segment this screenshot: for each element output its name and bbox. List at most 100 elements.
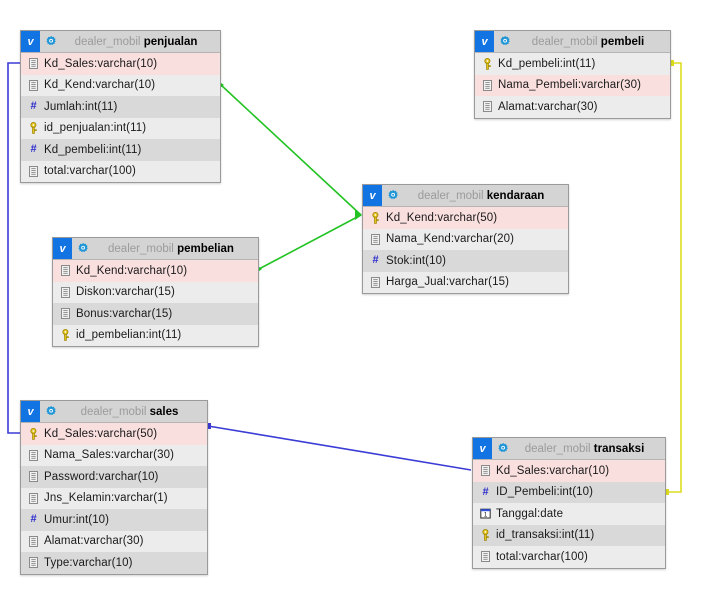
field-type-label: varchar(30) <box>83 535 144 548</box>
field-separator: : <box>80 535 84 548</box>
field-row-kendaraan-Stok[interactable]: #Stok : int(10) <box>363 250 568 272</box>
field-name-label: Diskon <box>76 286 112 299</box>
field-row-pembeli-Nama_Pembeli[interactable]: Nama_Pembeli : varchar(30) <box>475 74 670 96</box>
field-separator: : <box>434 211 438 224</box>
view-badge-icon: v <box>21 401 40 422</box>
field-row-pembelian-Kd_Kend[interactable]: Kd_Kend : varchar(10) <box>53 260 258 282</box>
field-separator: : <box>145 329 149 342</box>
field-row-transaksi-ID_Pembeli[interactable]: #ID_Pembeli : int(10) <box>473 481 665 503</box>
field-row-penjualan-total[interactable]: total : varchar(100) <box>21 160 220 182</box>
relationship-line-pembelian-kendaraan[interactable] <box>258 214 362 270</box>
relationship-line-penjualan-sales[interactable] <box>7 62 20 434</box>
field-row-transaksi-total[interactable]: total : varchar(100) <box>473 546 665 568</box>
field-row-kendaraan-Harga_Jual[interactable]: Harga_Jual : varchar(15) <box>363 271 568 293</box>
field-name-label: total <box>496 550 519 563</box>
field-row-sales-Umur[interactable]: #Umur : int(10) <box>21 509 207 531</box>
field-row-kendaraan-Kd_Kend[interactable]: Kd_Kend : varchar(50) <box>363 207 568 229</box>
table-schema-label: dealer_mobil <box>417 189 484 202</box>
text-field-icon <box>368 232 383 247</box>
text-field-icon <box>58 306 73 321</box>
field-type-label: varchar(10) <box>72 556 133 569</box>
field-row-kendaraan-Nama_Kend[interactable]: Nama_Kend : varchar(20) <box>363 228 568 250</box>
field-type-label: int(11) <box>113 122 147 135</box>
field-row-pembeli-Kd_pembeli[interactable]: Kd_pembeli : int(11) <box>475 53 670 75</box>
relationship-line-penjualan-kendaraan[interactable] <box>220 84 362 216</box>
field-row-pembeli-Alamat[interactable]: Alamat : varchar(30) <box>475 96 670 118</box>
field-type-label: varchar(10) <box>95 79 156 92</box>
field-row-penjualan-id_penjualan[interactable]: id_penjualan : int(11) <box>21 117 220 139</box>
field-separator: : <box>111 286 116 299</box>
field-row-penjualan-Kd_pembeli[interactable]: #Kd_pembeli : int(11) <box>21 139 220 161</box>
table-schema-label: dealer_mobil <box>531 35 598 48</box>
field-row-sales-Type[interactable]: Type : varchar(10) <box>21 552 207 574</box>
text-field-icon <box>26 448 41 463</box>
field-row-sales-Password[interactable]: Password : varchar(10) <box>21 466 207 488</box>
relationship-line-sales-transaksi[interactable] <box>207 425 472 471</box>
key-field-icon <box>480 56 495 71</box>
field-separator: : <box>69 556 73 569</box>
field-name-label: Nama_Sales <box>44 449 111 462</box>
text-field-icon <box>58 263 73 278</box>
field-row-transaksi-id_transaksi[interactable]: id_transaksi : int(11) <box>473 524 665 546</box>
field-row-penjualan-Kd_Kend[interactable]: Kd_Kend : varchar(10) <box>21 74 220 96</box>
field-type-label: int(10) <box>559 486 594 499</box>
field-row-pembelian-Diskon[interactable]: Diskon : varchar(15) <box>53 281 258 303</box>
field-separator: : <box>110 492 115 505</box>
text-field-icon <box>58 285 73 300</box>
gear-icon[interactable] <box>40 401 62 422</box>
key-field-icon <box>26 121 41 136</box>
field-type-label: varchar(10) <box>97 57 158 70</box>
relationship-line-pembeli-transaksi[interactable] <box>666 62 682 493</box>
field-type-label: int(10) <box>412 254 447 267</box>
field-name-label: Nama_Kend <box>386 233 451 246</box>
gear-icon[interactable] <box>40 31 62 52</box>
table-schema-label: dealer_mobil <box>108 242 174 255</box>
field-type-label: varchar(10) <box>549 464 610 477</box>
view-badge-icon: v <box>53 238 72 259</box>
field-row-sales-Nama_Sales[interactable]: Nama_Sales : varchar(30) <box>21 444 207 466</box>
table-name-label: pembeli <box>600 35 645 48</box>
field-row-sales-Alamat[interactable]: Alamat : varchar(30) <box>21 530 207 552</box>
field-type-label: varchar(30) <box>537 100 598 113</box>
field-type-label: varchar(15) <box>115 286 175 299</box>
field-separator: : <box>518 550 522 563</box>
gear-icon[interactable] <box>382 185 404 206</box>
field-row-transaksi-Kd_Sales[interactable]: Kd_Sales : varchar(10) <box>473 460 665 482</box>
field-separator: : <box>81 100 85 113</box>
field-row-pembelian-id_pembelian[interactable]: id_pembelian : int(11) <box>53 324 258 346</box>
field-separator: : <box>66 165 70 178</box>
field-row-sales-Jns_Kelamin[interactable]: Jns_Kelamin : varchar(1) <box>21 487 207 509</box>
text-field-icon <box>480 99 495 114</box>
field-type-label: int(11) <box>84 100 118 113</box>
field-type-label: int(10) <box>75 513 110 526</box>
text-field-icon <box>26 56 41 71</box>
field-name-label: Kd_pembeli <box>498 57 560 70</box>
field-row-penjualan-Jumlah[interactable]: #Jumlah : int(11) <box>21 96 220 118</box>
gear-icon[interactable] <box>72 238 94 259</box>
field-row-sales-Kd_Sales[interactable]: Kd_Sales : varchar(50) <box>21 423 207 445</box>
field-row-penjualan-Kd_Sales[interactable]: Kd_Sales : varchar(10) <box>21 53 220 75</box>
view-badge-icon: v <box>21 31 40 52</box>
field-name-label: total <box>44 165 67 178</box>
gear-icon[interactable] <box>494 31 516 52</box>
field-type-label: varchar(20) <box>454 233 515 246</box>
field-name-label: Nama_Pembeli <box>498 79 578 92</box>
field-name-label: Bonus <box>76 307 110 320</box>
field-name-label: Type <box>44 556 70 569</box>
field-name-label: Kd_Sales <box>44 427 95 440</box>
field-row-pembelian-Bonus[interactable]: Bonus : varchar(15) <box>53 303 258 325</box>
gear-icon[interactable] <box>492 438 514 459</box>
